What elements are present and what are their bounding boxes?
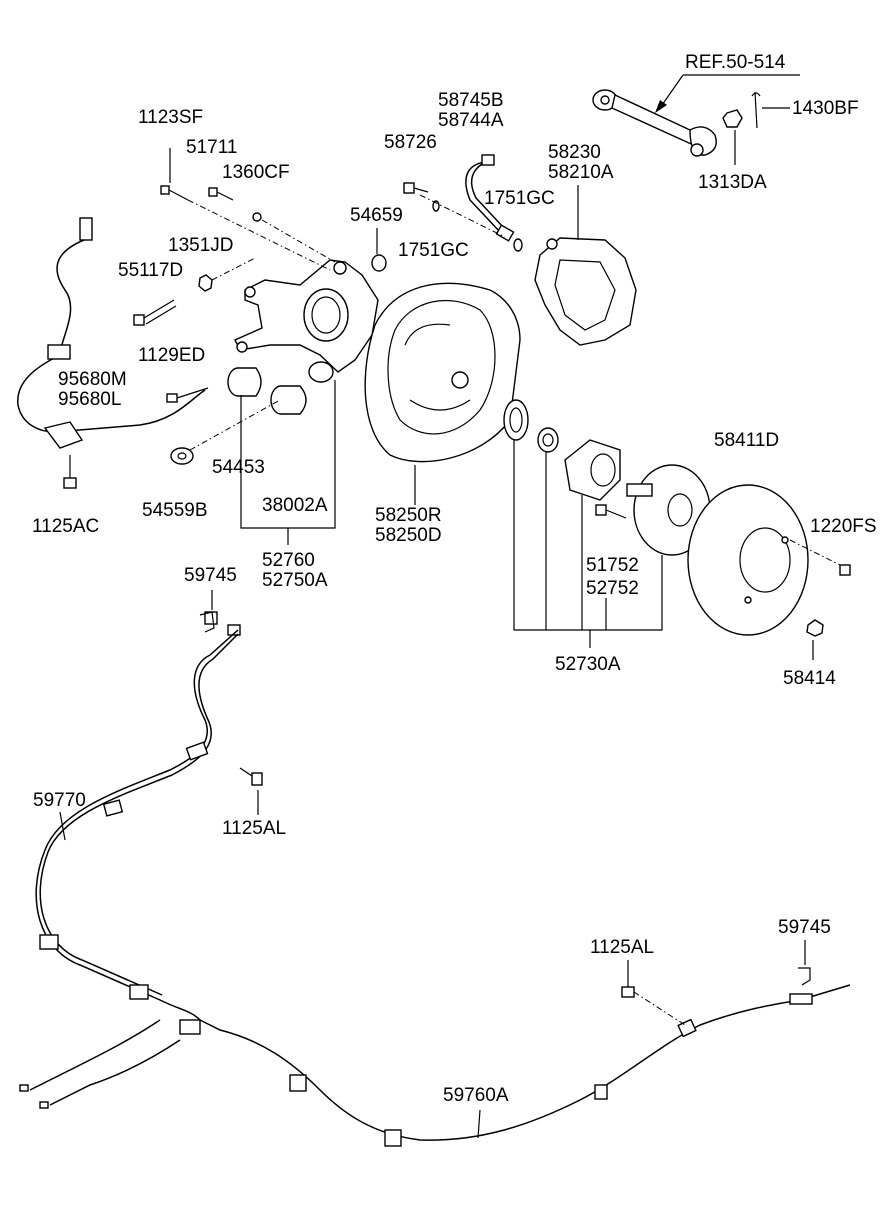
clip-59745-upper (199, 590, 215, 633)
label-54659: 54659 (350, 205, 403, 226)
bolt-1123SF (160, 148, 331, 271)
bolt-1125AL-upper (239, 767, 263, 815)
label-58250R: 58250R (375, 505, 442, 526)
assembly-bracket-52760 (240, 380, 336, 545)
brake-disc (687, 484, 809, 636)
label-1351JD: 1351JD (168, 235, 234, 256)
label-58744A: 58744A (438, 110, 504, 131)
bushing-38002A (270, 361, 334, 415)
label-1125AL-lower: 1125AL (590, 937, 655, 958)
hub-bearing (564, 439, 621, 501)
brake-hose (419, 154, 523, 252)
washer-54559B (170, 399, 281, 465)
label-1360CF: 1360CF (222, 162, 290, 183)
label-58230: 58230 (548, 142, 601, 163)
stud-51752 (595, 504, 627, 519)
bolt-58726 (403, 182, 429, 194)
label-58414: 58414 (783, 668, 836, 689)
nut-1351JD (198, 257, 256, 292)
label-58726: 58726 (384, 132, 437, 153)
bolt-1220FS (789, 539, 851, 576)
bolt-1129ED (166, 387, 209, 403)
label-52760: 52760 (262, 550, 315, 571)
label-ref: REF.50-514 (685, 52, 786, 73)
nut-54659 (371, 228, 387, 272)
pin-1430BF (751, 91, 790, 129)
label-38002A: 38002A (262, 495, 328, 516)
label-52750A: 52750A (262, 570, 328, 591)
label-58411D: 58411D (714, 430, 780, 451)
nut-1360CF (252, 212, 336, 263)
label-1125AL-upper: 1125AL (222, 818, 287, 839)
bolt-51711 (208, 187, 234, 201)
backing-plate (364, 282, 521, 505)
ref-leader (655, 74, 800, 113)
lateral-arm (592, 89, 717, 157)
label-1125AC: 1125AC (32, 516, 100, 537)
label-1751GC-a: 1751GC (484, 188, 555, 209)
label-54453: 54453 (212, 457, 265, 478)
knuckle (234, 259, 379, 373)
label-59760A: 59760A (443, 1085, 509, 1106)
label-1123SF: 1123SF (138, 107, 204, 128)
bushing-54453 (227, 367, 262, 397)
label-1751GC-b: 1751GC (398, 240, 469, 261)
label-51752: 51752 (586, 555, 639, 576)
label-58250D: 58250D (375, 525, 442, 546)
nut-58414 (806, 619, 824, 660)
bolt-1125AL-lower (621, 960, 686, 1026)
label-95680L: 95680L (58, 389, 122, 410)
assembly-bracket-52730A (513, 440, 663, 648)
label-58745B: 58745B (438, 90, 504, 111)
abs-sensor-cable (17, 217, 206, 449)
label-58210A: 58210A (548, 162, 614, 183)
label-1313DA: 1313DA (698, 172, 767, 193)
seal-ring (503, 399, 529, 441)
parking-cable-59770 (19, 611, 241, 1109)
nut-1313DA (722, 109, 743, 165)
label-1430BF: 1430BF (792, 98, 859, 119)
label-55117D: 55117D (118, 260, 184, 281)
label-59770: 59770 (33, 790, 86, 811)
label-59745-lower: 59745 (778, 917, 831, 938)
label-52752: 52752 (586, 578, 639, 599)
bolt-1125AC (63, 455, 77, 489)
hub-flange (626, 464, 711, 556)
label-95680M: 95680M (58, 369, 127, 390)
parking-cable-59760A (179, 984, 851, 1147)
label-51711: 51711 (186, 137, 238, 158)
label-59745-upper: 59745 (184, 565, 237, 586)
snap-ring (537, 427, 559, 453)
clip-59745-lower (798, 940, 811, 986)
label-1220FS: 1220FS (810, 516, 877, 537)
leader-59770 (59, 811, 66, 841)
label-1129ED: 1129ED (138, 345, 206, 366)
caliper (534, 185, 637, 346)
label-52730A: 52730A (555, 654, 621, 675)
bolt-55117D (133, 299, 177, 326)
label-54559B: 54559B (142, 500, 208, 521)
